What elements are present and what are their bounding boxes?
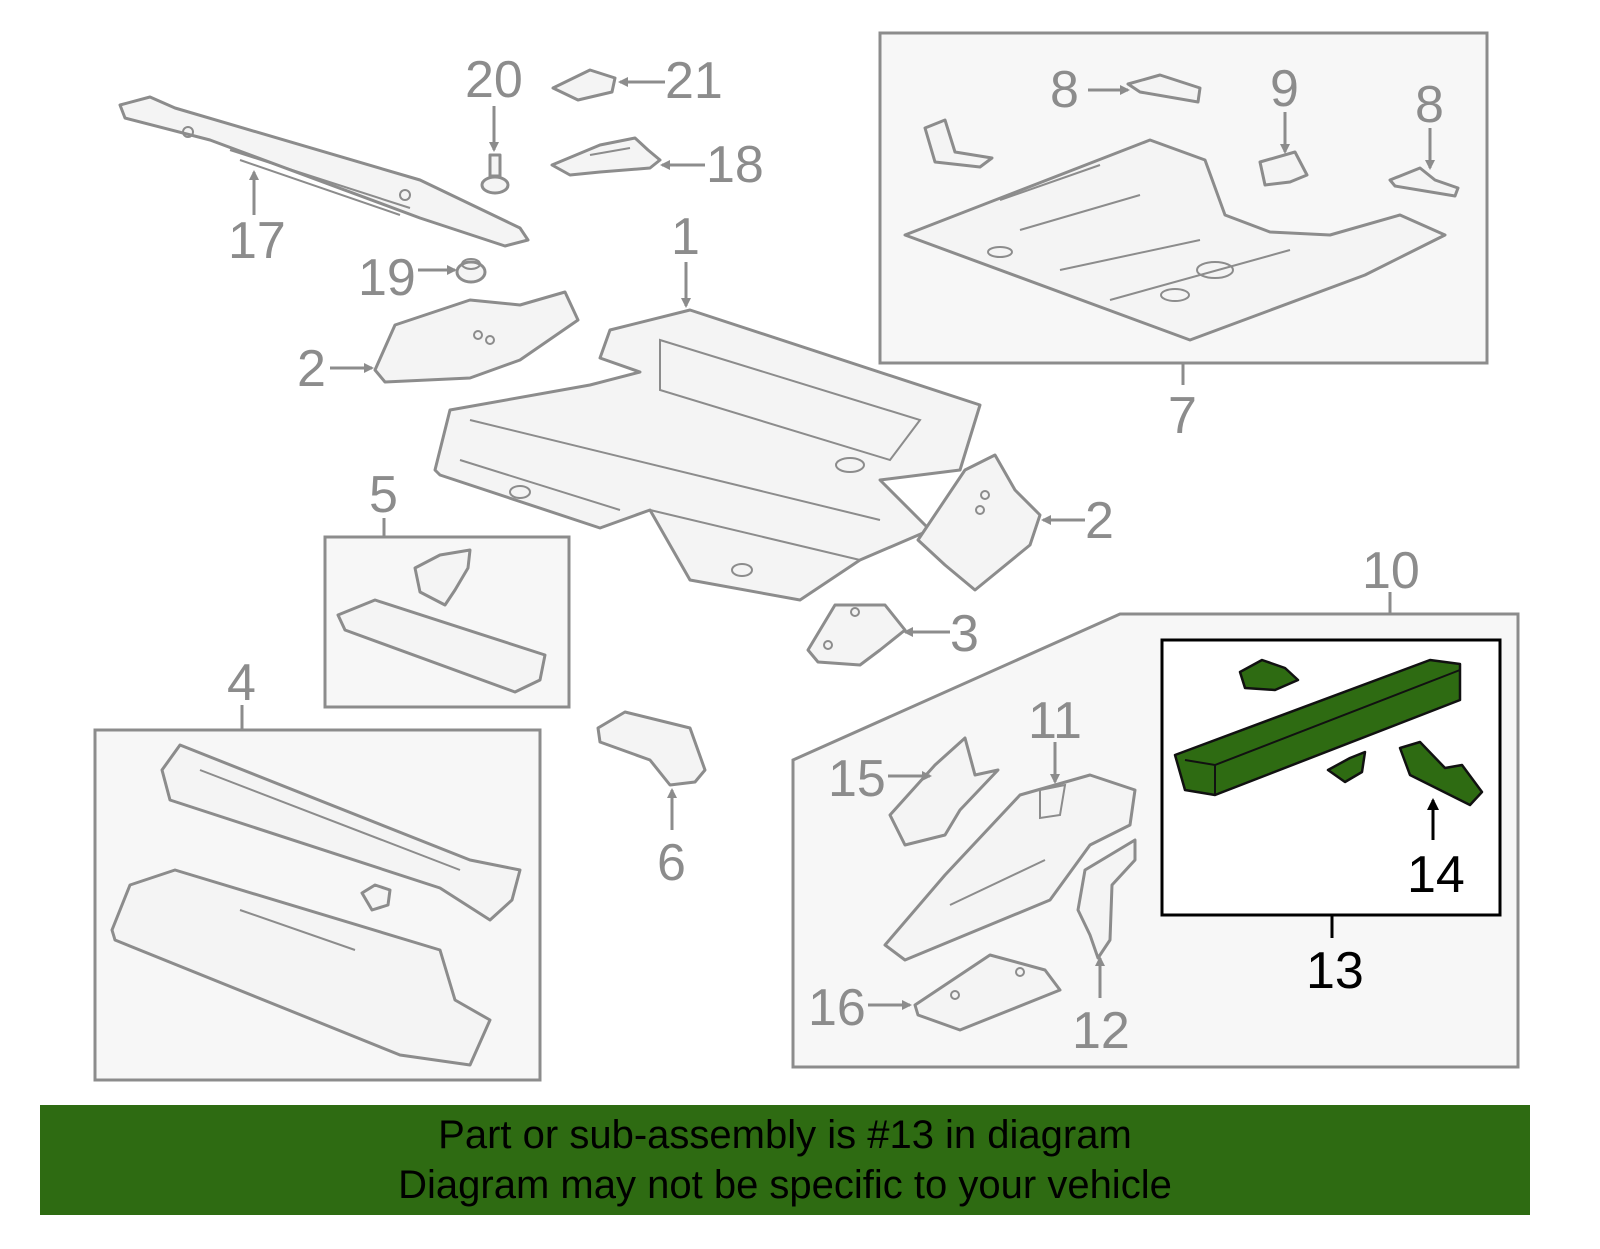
callout-6: 6 <box>657 834 686 892</box>
part-1-rear-floor[interactable] <box>433 308 982 602</box>
callout-9: 9 <box>1270 60 1299 118</box>
part-11-rail-extension[interactable] <box>883 773 1137 962</box>
callout-4: 4 <box>227 654 256 712</box>
part-20-bolt[interactable] <box>480 153 510 195</box>
info-banner: Part or sub-assembly is #13 in diagram D… <box>40 1105 1530 1215</box>
part-17-reinforcement[interactable] <box>118 95 530 248</box>
part-12-bracket[interactable] <box>1076 838 1137 960</box>
callout-5: 5 <box>369 466 398 524</box>
part-14-bracket[interactable] <box>1398 740 1484 807</box>
callout-16: 16 <box>808 979 866 1037</box>
callout-2a: 2 <box>297 340 326 398</box>
callout-15: 15 <box>828 750 886 808</box>
part-5-crossmember[interactable] <box>336 548 547 694</box>
callout-21: 21 <box>665 52 723 110</box>
part-18-bracket[interactable] <box>550 136 662 177</box>
part-2-left-extension[interactable] <box>373 290 580 384</box>
part-7-floor-pan[interactable] <box>903 73 1460 342</box>
part-16-plate[interactable] <box>913 953 1062 1032</box>
banner-line-1: Part or sub-assembly is #13 in diagram <box>438 1113 1132 1157</box>
callout-8b: 8 <box>1415 76 1444 134</box>
callout-14: 14 <box>1407 846 1465 904</box>
callout-2b: 2 <box>1085 492 1114 550</box>
part-19-plug[interactable] <box>455 258 487 284</box>
part-6-bracket[interactable] <box>596 710 707 787</box>
callout-3: 3 <box>950 605 979 663</box>
callout-18: 18 <box>706 136 764 194</box>
callout-8a: 8 <box>1050 61 1079 119</box>
part-2-right-extension[interactable] <box>916 453 1042 592</box>
part-15-bracket[interactable] <box>888 736 1000 847</box>
callout-13: 13 <box>1306 942 1364 1000</box>
part-4-dash-panel[interactable] <box>110 743 522 1067</box>
part-21-clip[interactable] <box>551 68 617 102</box>
callout-20: 20 <box>465 51 523 109</box>
callout-10: 10 <box>1362 542 1420 600</box>
callout-1: 1 <box>671 208 700 266</box>
callout-17: 17 <box>228 212 286 270</box>
banner-line-2: Diagram may not be specific to your vehi… <box>398 1163 1172 1207</box>
callout-12: 12 <box>1072 1002 1130 1060</box>
callout-19: 19 <box>358 249 416 307</box>
callout-7: 7 <box>1168 387 1197 445</box>
callout-11: 11 <box>1028 692 1082 750</box>
part-3-bracket[interactable] <box>806 603 907 667</box>
part-13-rail-assembly[interactable] <box>1173 658 1462 797</box>
